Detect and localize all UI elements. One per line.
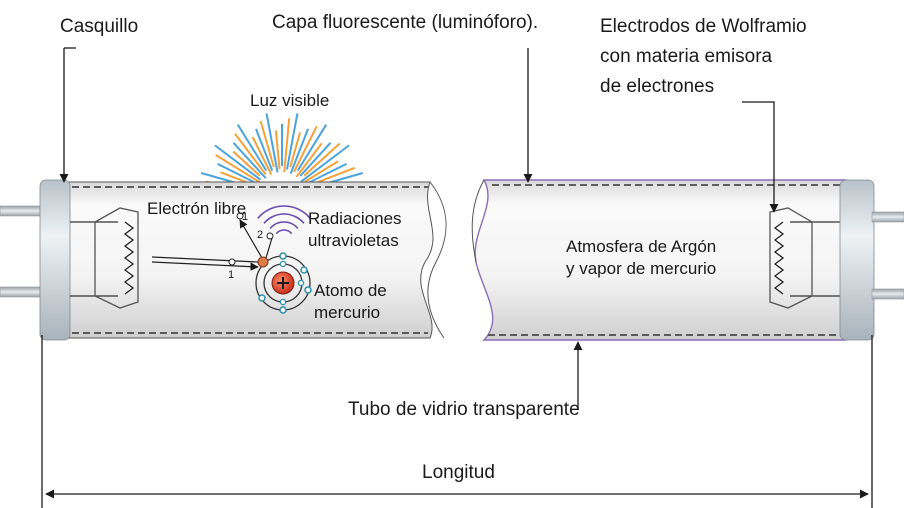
label-atmosfera-line2: y vapor de mercurio — [566, 259, 716, 278]
electron-path — [151, 219, 273, 271]
label-casquillo: Casquillo — [60, 16, 138, 37]
light-ray — [259, 120, 275, 168]
light-ray — [283, 118, 291, 173]
label-atmosfera-line1: Atmosfera de Argón — [566, 237, 716, 256]
light-ray — [251, 136, 273, 175]
left-electrode — [70, 207, 139, 309]
label-electrodos-line2: con materia emisora — [600, 46, 773, 67]
label-tubo-vidrio: Tubo de vidrio transparente — [348, 399, 580, 420]
uv-wave-arc — [263, 213, 305, 224]
label-luz-visible: Luz visible — [250, 91, 329, 110]
uv-wave-arc — [269, 221, 299, 230]
free-electron-dot-2 — [236, 212, 244, 220]
right-tube-segment — [471, 179, 847, 341]
light-ray — [217, 163, 256, 184]
uv-wave-arc — [275, 229, 293, 235]
light-ray — [274, 130, 281, 170]
label-number-1-upper: 1 — [242, 211, 248, 223]
light-ray — [308, 163, 347, 184]
light-ray — [214, 144, 262, 181]
left-pins — [0, 205, 41, 298]
light-ray — [285, 113, 299, 170]
free-electron-dot-3 — [266, 232, 274, 240]
length-dimension — [41, 335, 873, 508]
mercury-atom — [255, 252, 312, 314]
label-atomo-line1: Atomo de — [314, 281, 387, 300]
label-electron-libre: Electrón libre — [147, 199, 246, 218]
right-cap — [839, 179, 875, 341]
label-longitud: Longitud — [422, 462, 495, 483]
label-capa-fluorescente: Capa fluorescente (luminóforo). — [272, 12, 538, 33]
label-electrodos-line1: Electrodos de Wolframio — [600, 16, 807, 37]
light-ray — [232, 150, 261, 177]
free-electron-dot — [228, 258, 236, 266]
label-number-2: 2 — [257, 229, 263, 241]
light-ray — [289, 128, 309, 174]
label-radiaciones-line1: Radiaciones — [308, 209, 402, 228]
light-ray — [304, 160, 339, 183]
light-ray — [295, 142, 323, 178]
light-ray — [296, 124, 328, 172]
light-ray — [300, 144, 350, 183]
light-ray — [232, 142, 267, 179]
light-ray — [303, 142, 341, 177]
light-ray — [299, 142, 332, 177]
light-ray — [289, 132, 302, 168]
light-ray — [234, 133, 267, 176]
label-atomo-line2: mercurio — [314, 303, 380, 322]
label-radiaciones-line2: ultravioletas — [308, 231, 399, 250]
visible-light-rays — [200, 113, 364, 197]
light-ray — [265, 113, 279, 173]
uv-radiation-waves — [257, 205, 311, 235]
light-ray — [255, 128, 274, 172]
light-ray — [215, 154, 263, 185]
light-ray — [293, 125, 318, 173]
right-electrode — [769, 207, 846, 309]
light-ray — [236, 124, 268, 172]
label-number-1-lower: 1 — [228, 269, 234, 281]
right-pins — [871, 211, 904, 300]
leader-lines — [59, 47, 779, 410]
left-tube-segment — [67, 181, 447, 339]
label-electrodos-line3: de electrones — [600, 76, 714, 97]
uv-wave-arc — [257, 205, 311, 219]
left-cap — [39, 179, 71, 341]
